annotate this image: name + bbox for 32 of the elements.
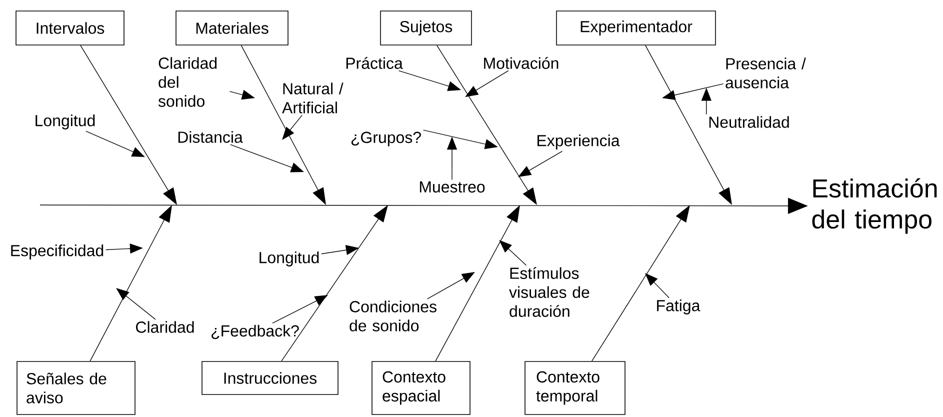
category-box: Instrucciones [202,361,338,395]
effect-label: Estimación del tiempo [812,178,937,234]
cause-label: ¿Feedback? [212,324,299,340]
category-box: Intervalos [16,10,124,46]
cause-label: Fatiga [657,300,700,314]
cause-label: Claridad [136,321,194,333]
cause-arrow [282,114,303,140]
cause-arrow [645,273,670,298]
cause-arrow [465,70,509,97]
cause-label: Motivación [484,57,558,69]
cause-label: Longitud [260,252,319,266]
category-box: Señales de aviso [16,361,136,415]
cause-label: Experiencia [538,134,620,150]
cause-label: Muestreo [420,181,485,193]
category-box: Contexto temporal [524,361,626,415]
category-box: Materiales [176,10,288,46]
cause-label: ¿Grupos? [351,132,421,146]
cause-arrow [499,240,527,266]
cause-label: Presencia / ausencia [726,58,806,88]
cause-label: Distancia [178,131,243,143]
cause-label: Condiciones de sonido [350,300,436,332]
category-box: Experimentador [556,10,716,46]
cause-arrow [116,288,156,320]
category-box: Sujetos [380,10,472,46]
cause-label: Natural / Artificial [282,82,344,114]
cause-label: Neutralidad [709,116,789,128]
cause-label: Práctica [346,57,403,69]
cause-label: Especificidad [11,244,104,260]
cause-label: Estímulos visuales de duración [509,267,590,317]
cause-label: Claridad del sonido [158,57,217,107]
cause-label: Longitud [36,114,95,130]
category-box: Contexto espacial [372,361,470,415]
